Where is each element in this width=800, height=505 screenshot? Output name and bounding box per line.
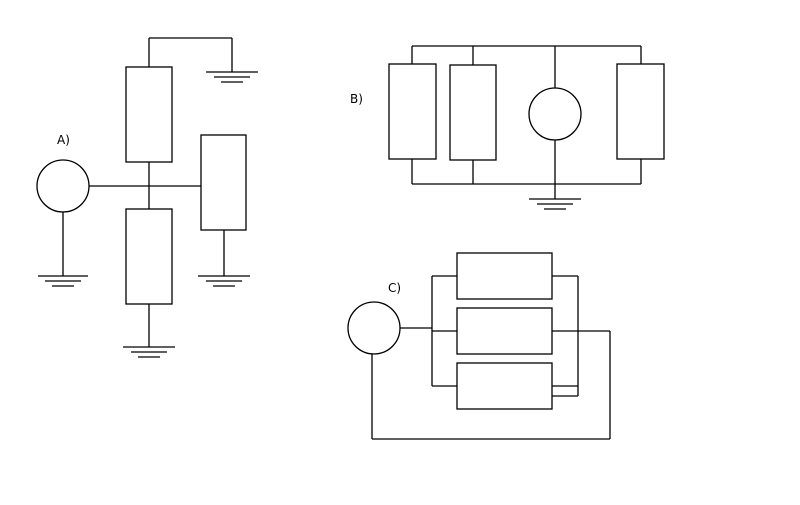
circuit-a-resistor-bottom (125, 208, 173, 305)
circuit-c-resistor-1 (456, 252, 553, 300)
circuit-a-resistor-right (200, 134, 247, 231)
circuit-a-label: A) (57, 133, 70, 147)
circuit-a-ground-right (198, 275, 250, 287)
circuit-b-source (528, 87, 582, 141)
circuit-b: B) (350, 45, 665, 210)
circuit-b-label: B) (350, 92, 363, 106)
circuit-b-resistor-2 (449, 64, 497, 161)
circuit-a-ground-bottom (123, 346, 175, 358)
circuit-a-ground-top (206, 71, 258, 83)
circuit-c: C) (347, 252, 611, 440)
circuit-a: A) (36, 37, 258, 358)
circuit-c-source (347, 301, 401, 355)
circuit-c-label: C) (388, 281, 401, 295)
circuit-b-ground (529, 198, 581, 210)
circuit-b-resistor-1 (388, 63, 437, 160)
circuit-a-source (36, 159, 90, 213)
circuit-c-resistor-2 (456, 307, 553, 355)
circuit-c-resistor-3 (456, 362, 553, 410)
circuit-b-resistor-3 (616, 63, 665, 160)
circuit-a-resistor-top (125, 66, 173, 163)
circuit-a-ground-left (38, 275, 88, 287)
